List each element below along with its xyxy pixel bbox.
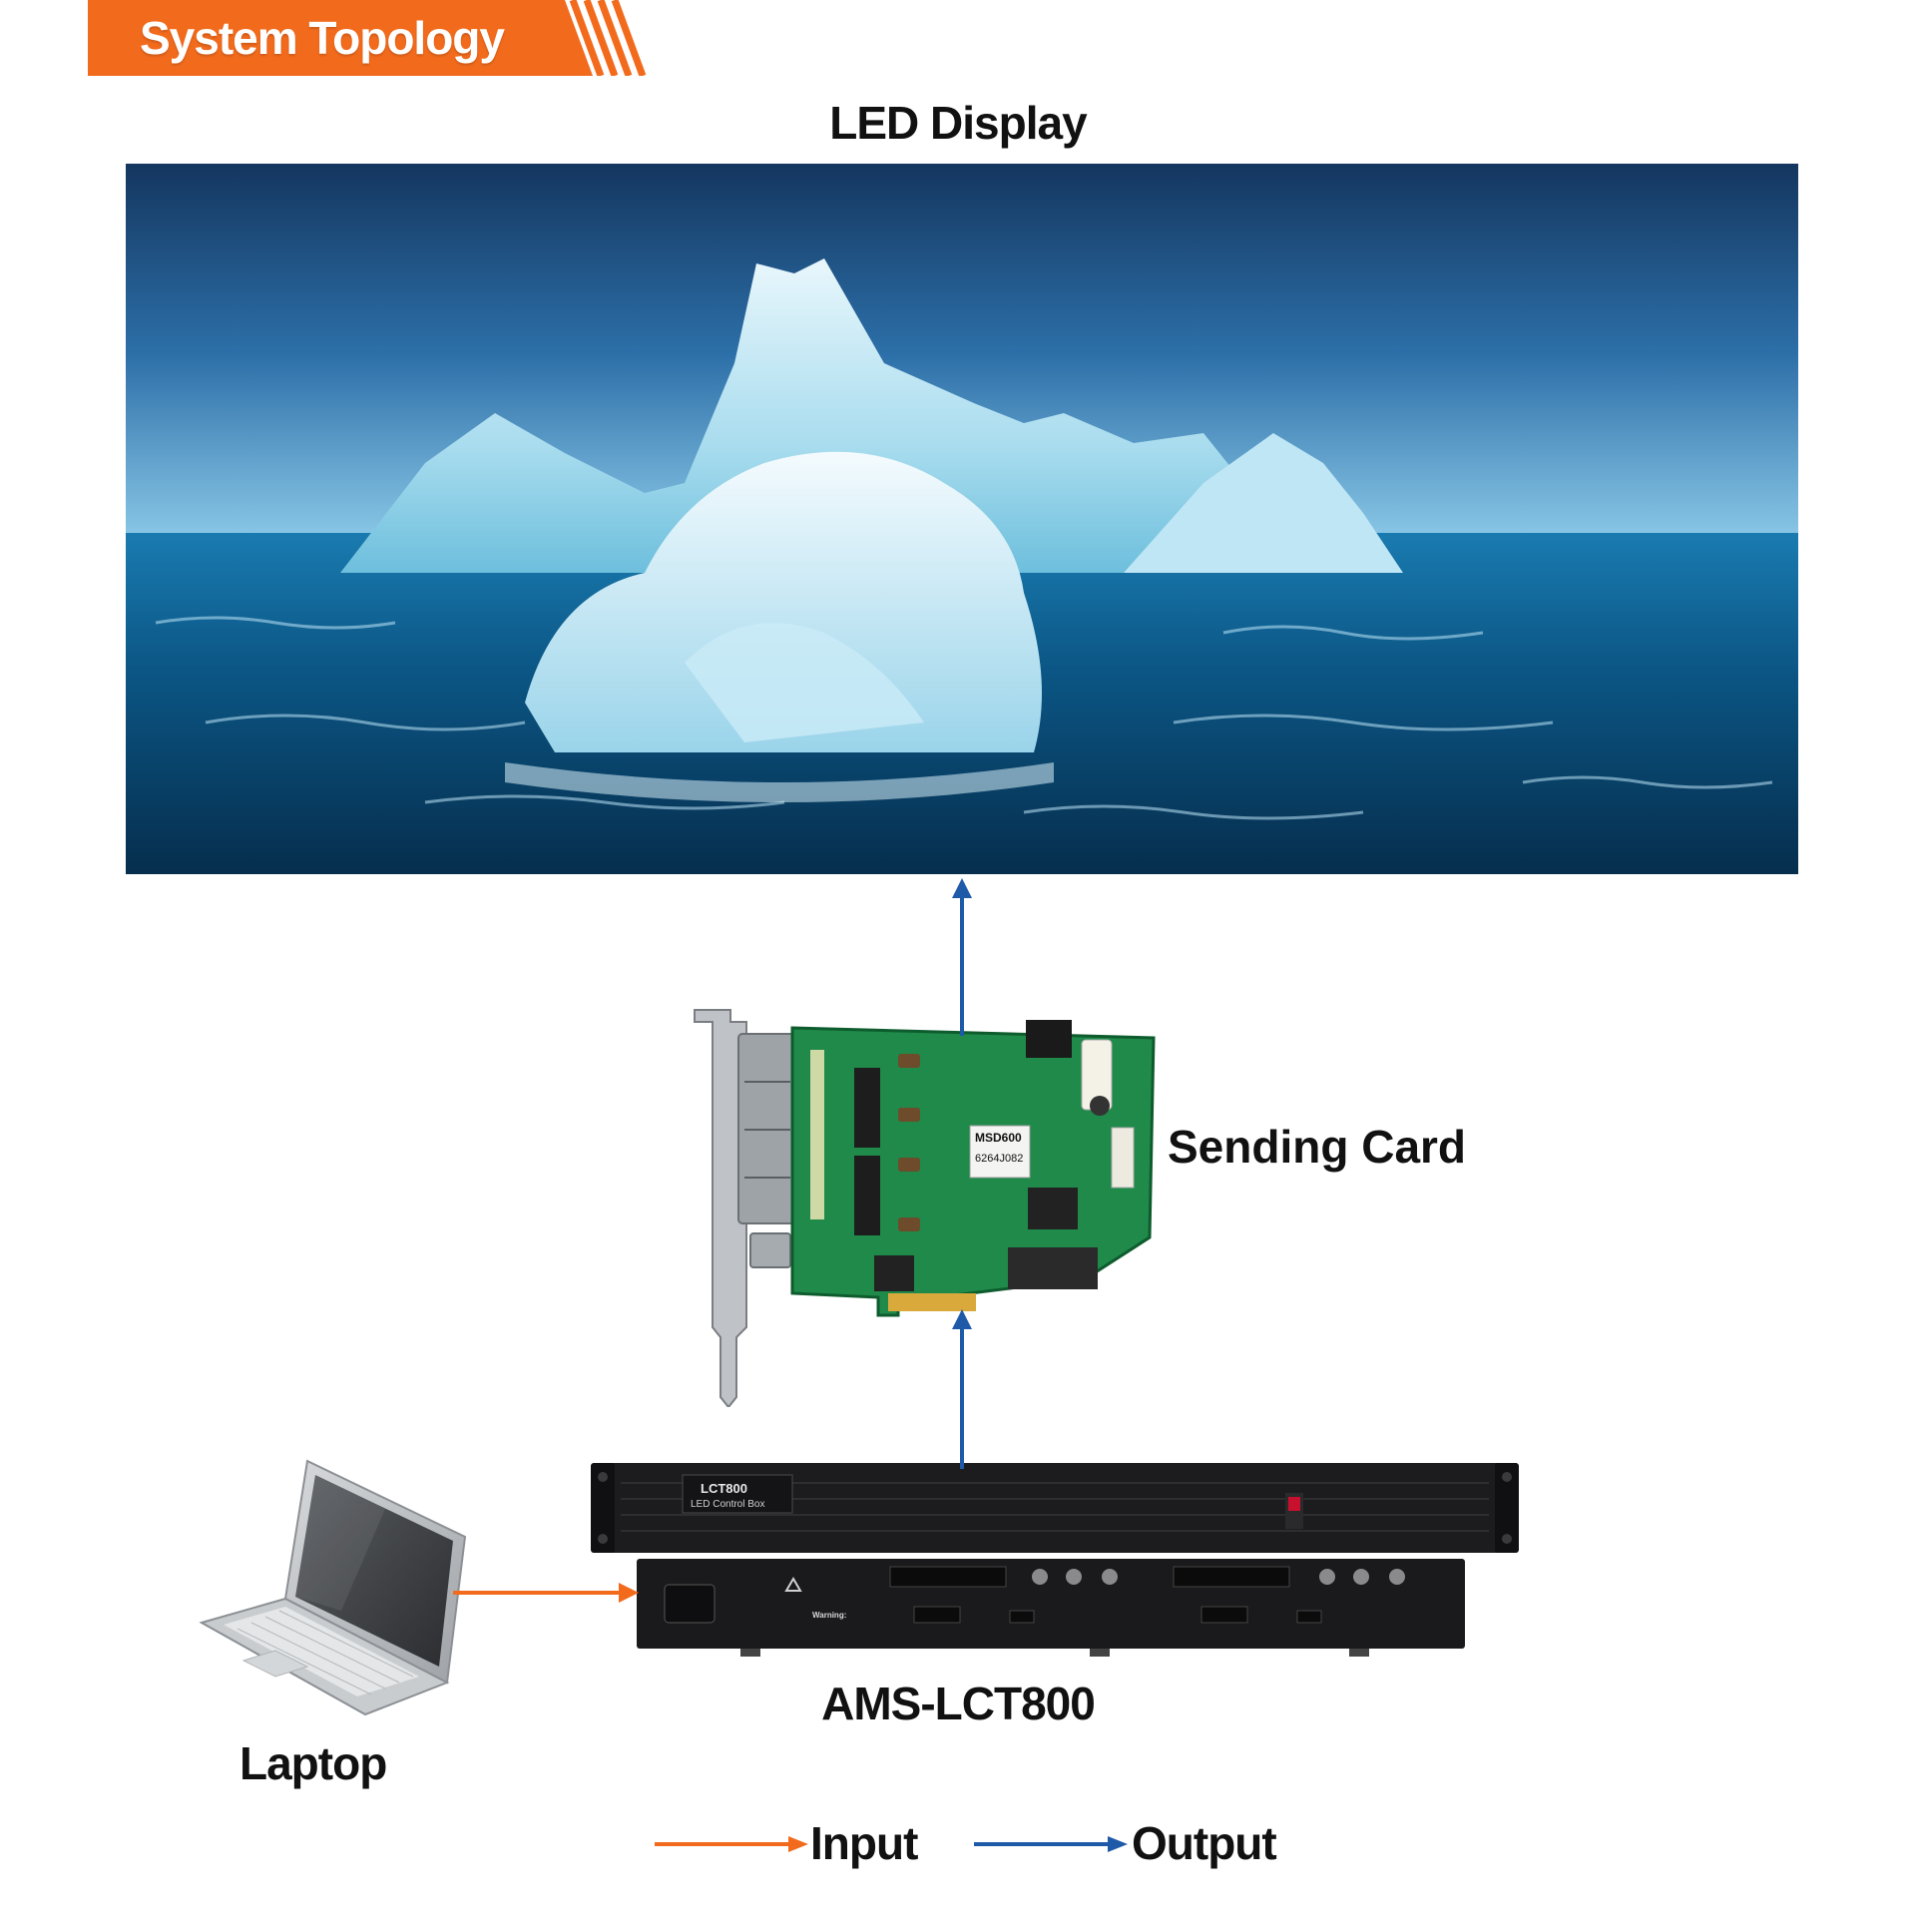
legend-input-arrow-icon xyxy=(655,1836,808,1852)
controller-subtitle-text: LED Control Box xyxy=(691,1499,765,1510)
laptop-label: Laptop xyxy=(240,1737,387,1789)
controller-model-text: LCT800 xyxy=(701,1481,747,1496)
legend-output-label: Output xyxy=(1132,1817,1277,1869)
controller-box xyxy=(591,1463,1519,1657)
page-title: System Topology xyxy=(140,12,505,64)
legend-output-arrow-icon xyxy=(974,1836,1128,1852)
card-model-text: MSD600 xyxy=(975,1131,1022,1145)
legend-input-label: Input xyxy=(810,1817,918,1869)
controller-label: AMS-LCT800 xyxy=(821,1678,1096,1729)
laptop-icon xyxy=(199,1459,467,1716)
led-display-label: LED Display xyxy=(829,97,1087,149)
card-serial-text: 6264J082 xyxy=(975,1153,1024,1165)
header-banner xyxy=(88,0,647,76)
led-display-screen xyxy=(126,164,1798,874)
sending-card-label: Sending Card xyxy=(1168,1121,1467,1173)
sending-card-board xyxy=(694,1009,1156,1407)
controller-warning-text: Warning: xyxy=(812,1611,847,1620)
